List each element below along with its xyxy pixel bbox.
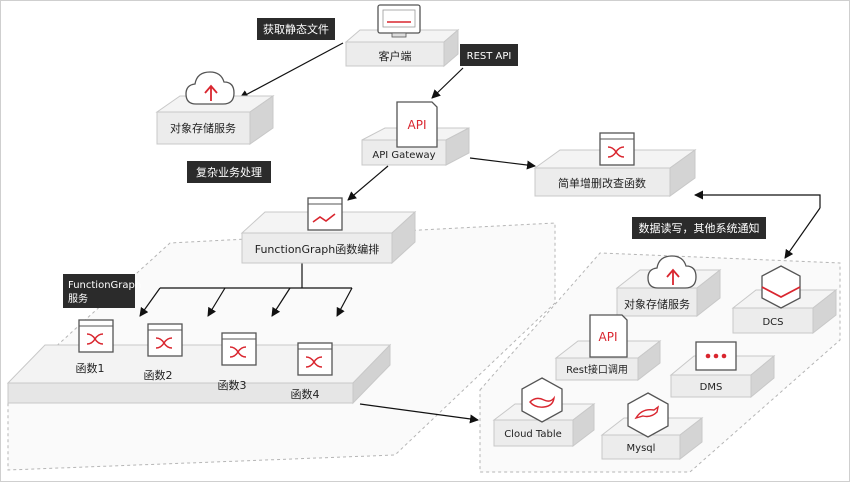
mysql-dolphin-icon (627, 392, 669, 438)
line-to-data-services (784, 207, 821, 259)
function-4-icon (297, 342, 333, 376)
tag-complex-business: 复杂业务处理 (187, 161, 271, 183)
tag-fg-service-line2: 服务 (68, 292, 88, 305)
line-client-to-oss (239, 42, 344, 99)
tag-fg-service: FunctionGraph 服务 (63, 274, 141, 308)
rest-label: Rest接口调用 (566, 363, 628, 376)
rest-platform (554, 339, 662, 382)
line-rest-to-gateway (431, 67, 464, 99)
line-gateway-to-orchestration (347, 165, 389, 201)
connectors (139, 42, 821, 424)
dcs-cube-icon (761, 265, 801, 309)
tag-fg-service-line1: FunctionGraph (68, 280, 141, 291)
function-1-icon (78, 319, 114, 353)
dms-message-icon (695, 341, 737, 371)
api-glyph: API (408, 118, 427, 132)
crud-platform (533, 149, 697, 197)
tag-data-rw-text: 数据读写，其他系统通知 (639, 221, 760, 235)
orchestration-platform (240, 210, 417, 265)
cloud-upload-icon-right (647, 255, 697, 289)
functions-platform (6, 343, 392, 405)
cloud-table-whale-icon (521, 377, 563, 423)
oss-right-label: 对象存储服务 (624, 297, 690, 311)
function-1-label: 函数1 (76, 362, 105, 375)
tag-rest-api-text: REST API (467, 51, 512, 62)
orchestration-label: FunctionGraph函数编排 (255, 242, 380, 256)
tag-complex-business-text: 复杂业务处理 (196, 165, 262, 179)
api-document-icon: API (396, 101, 438, 148)
line-functions-to-data (359, 403, 479, 424)
tag-data-rw: 数据读写，其他系统通知 (632, 217, 766, 239)
api-glyph-rest: API (599, 330, 618, 344)
cloud-table-label: Cloud Table (504, 429, 562, 440)
function-3-icon (221, 332, 257, 366)
dcs-label: DCS (762, 317, 783, 328)
api-gateway-label: API Gateway (372, 150, 435, 161)
oss-top-platform (155, 95, 275, 145)
line-from-crud (694, 190, 821, 208)
function-3-label: 函数3 (218, 379, 247, 392)
orchestration-window-icon (307, 197, 343, 231)
monitor-icon (377, 4, 421, 38)
function-2-label: 函数2 (144, 369, 173, 382)
mysql-label: Mysql (627, 443, 656, 454)
dcs-platform (731, 288, 838, 335)
oss-top-label: 对象存储服务 (170, 121, 236, 135)
rest-api-document-icon: API (589, 314, 628, 358)
tag-rest-api: REST API (460, 44, 518, 66)
line-gateway-to-crud (469, 157, 536, 170)
client-label: 客户端 (379, 49, 412, 63)
tag-static-files: 获取静态文件 (257, 18, 335, 40)
dms-label: DMS (700, 382, 723, 393)
function-2-icon (147, 323, 183, 357)
cloud-upload-icon (185, 71, 235, 105)
function-window-icon (599, 132, 635, 166)
crud-label: 简单增删改查函数 (558, 176, 646, 190)
function-4-label: 函数4 (291, 388, 320, 401)
tag-static-files-text: 获取静态文件 (263, 22, 329, 36)
